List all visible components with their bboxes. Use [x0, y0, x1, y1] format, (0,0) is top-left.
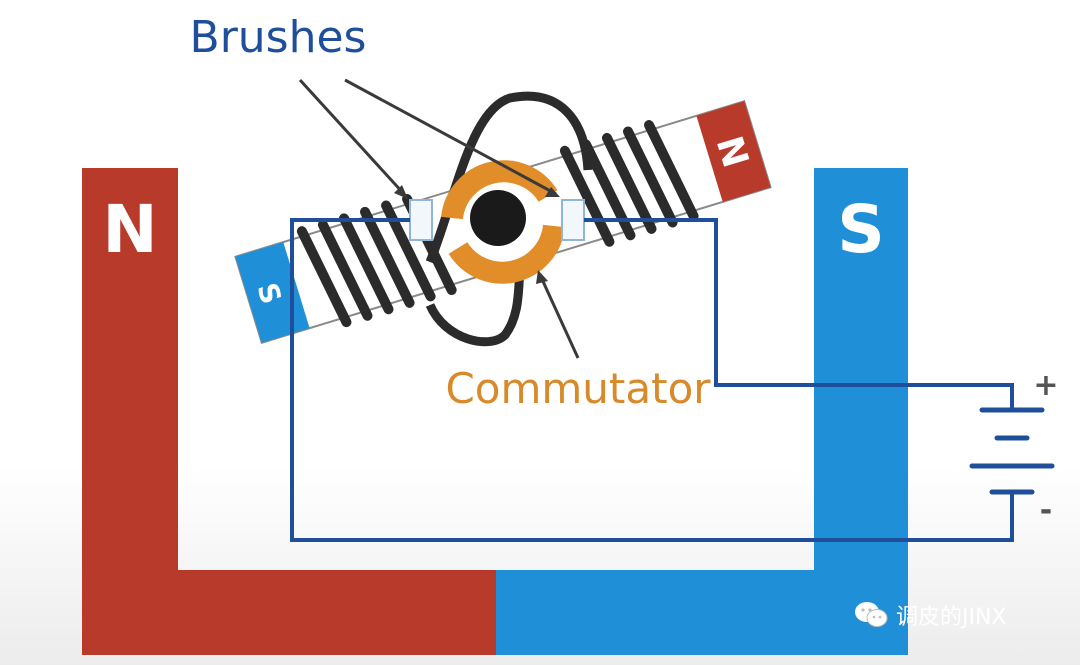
wechat-icon	[855, 602, 888, 627]
circuit-wire	[290, 218, 1014, 542]
brush-left	[409, 199, 433, 241]
brush-left-arrowhead	[394, 185, 408, 199]
battery-negative-label: -	[1040, 493, 1052, 528]
commutator-label: Commutator	[445, 364, 711, 413]
commutator-pointer-line	[539, 276, 580, 359]
motor-shaft	[470, 190, 526, 246]
battery	[969, 407, 1055, 495]
rotor-north-pole	[696, 101, 771, 202]
watermark: 调皮的JINX	[854, 598, 1054, 632]
coil-loop-bottom	[425, 269, 525, 347]
brush-right-arrowhead	[545, 187, 560, 197]
rotor-armature: S N	[234, 99, 772, 345]
commutator-segment-bottom	[448, 224, 565, 284]
commutator-pointer-arrowhead	[536, 270, 548, 284]
stator-north-pole	[82, 168, 496, 655]
stator-south-label: S	[837, 191, 885, 268]
circuit-wire-positive	[584, 218, 1014, 410]
stator-north-label: N	[102, 191, 157, 268]
watermark-text: 调皮的JINX	[896, 605, 1007, 630]
brushes-pointer-arrows	[298, 78, 557, 196]
right-coil-windings	[559, 120, 699, 247]
battery-positive-label: +	[1033, 368, 1058, 403]
brushes-label: Brushes	[190, 12, 367, 63]
brush-right	[561, 199, 585, 241]
